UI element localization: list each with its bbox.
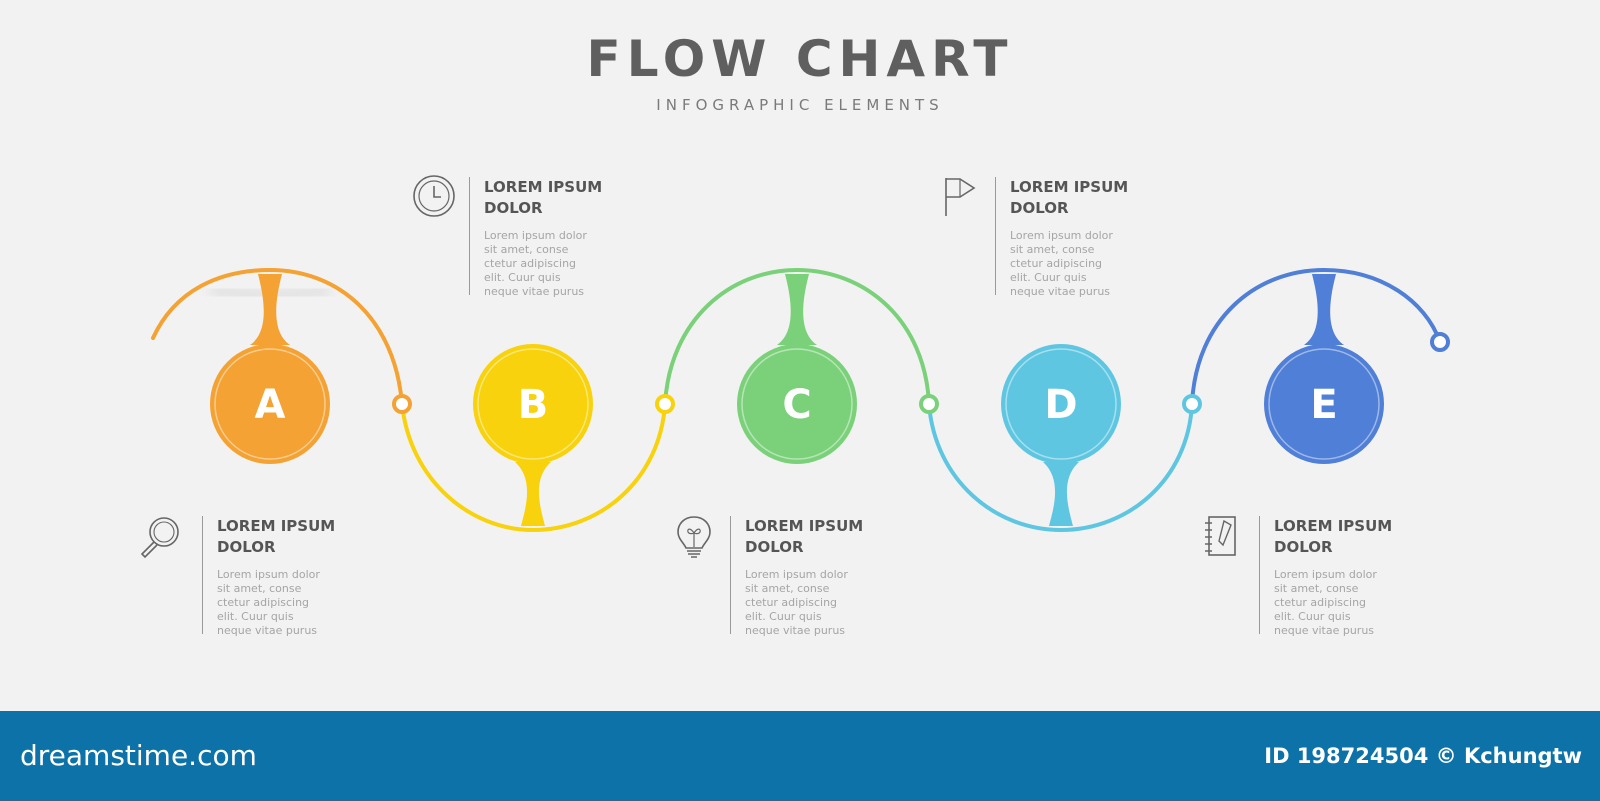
step-circle-a: A — [210, 344, 330, 464]
brand-logo[interactable]: dreamstime.com — [20, 739, 257, 772]
info-text: Lorem ipsum dolor sit amet, conse ctetur… — [217, 568, 320, 637]
info-block-c: LOREM IPSUM DOLOR Lorem ipsum dolor sit … — [730, 516, 920, 637]
info-text: Lorem ipsum dolor sit amet, conse ctetur… — [484, 229, 587, 298]
connector-d — [927, 403, 1194, 533]
node-de — [1182, 394, 1202, 414]
info-heading: LOREM IPSUM DOLOR — [484, 178, 603, 217]
step-letter-b: B — [518, 382, 549, 428]
info-block-d: LOREM IPSUM DOLOR Lorem ipsum dolor sit … — [995, 177, 1185, 298]
stem-b — [515, 462, 551, 526]
connector-c — [663, 267, 931, 405]
flag-icon — [945, 178, 976, 216]
step-letter-c: C — [782, 382, 811, 428]
page-subtitle: INFOGRAPHIC ELEMENTS — [656, 96, 944, 114]
stem-a — [250, 274, 290, 345]
node-end — [1430, 332, 1450, 352]
connector-e — [1190, 267, 1442, 405]
step-circle-b: B — [473, 344, 593, 464]
info-block-e: LOREM IPSUM DOLOR Lorem ipsum dolor sit … — [1259, 516, 1449, 637]
info-block-b: LOREM IPSUM DOLOR Lorem ipsum dolor sit … — [469, 177, 659, 298]
page-title: FLOW CHART — [586, 30, 1014, 88]
clock-icon — [413, 175, 455, 217]
info-heading: LOREM IPSUM DOLOR — [1010, 178, 1129, 217]
stem-c — [777, 274, 817, 345]
node-bc — [655, 394, 675, 414]
step-circle-d: D — [1001, 344, 1121, 464]
info-heading: LOREM IPSUM DOLOR — [745, 517, 864, 556]
step-letter-e: E — [1310, 382, 1337, 428]
info-heading: LOREM IPSUM DOLOR — [217, 517, 336, 556]
info-text: Lorem ipsum dolor sit amet, conse ctetur… — [745, 568, 848, 637]
notebook-icon — [1205, 516, 1236, 556]
image-credit: ID 198724504 © Kchungtw — [1264, 744, 1582, 768]
info-text: Lorem ipsum dolor sit amet, conse ctetur… — [1274, 568, 1377, 637]
lightbulb-icon — [677, 516, 711, 558]
stem-e — [1304, 274, 1344, 345]
node-ab — [392, 394, 412, 414]
flow-diagram: A B C D E — [151, 267, 1450, 533]
step-circle-e: E — [1264, 344, 1384, 464]
footer-bar: dreamstime.com ID 198724504 © Kchungtw — [0, 711, 1600, 801]
step-circle-c: C — [737, 344, 857, 464]
connector-b — [400, 403, 667, 533]
info-heading: LOREM IPSUM DOLOR — [1274, 517, 1393, 556]
step-letter-a: A — [255, 382, 286, 428]
info-block-a: LOREM IPSUM DOLOR Lorem ipsum dolor sit … — [202, 516, 392, 637]
connector-a — [151, 267, 404, 406]
step-letter-d: D — [1044, 382, 1077, 428]
stem-d — [1043, 462, 1079, 526]
magnifier-icon — [140, 517, 179, 559]
info-text: Lorem ipsum dolor sit amet, conse ctetur… — [1010, 229, 1113, 298]
node-cd — [919, 394, 939, 414]
